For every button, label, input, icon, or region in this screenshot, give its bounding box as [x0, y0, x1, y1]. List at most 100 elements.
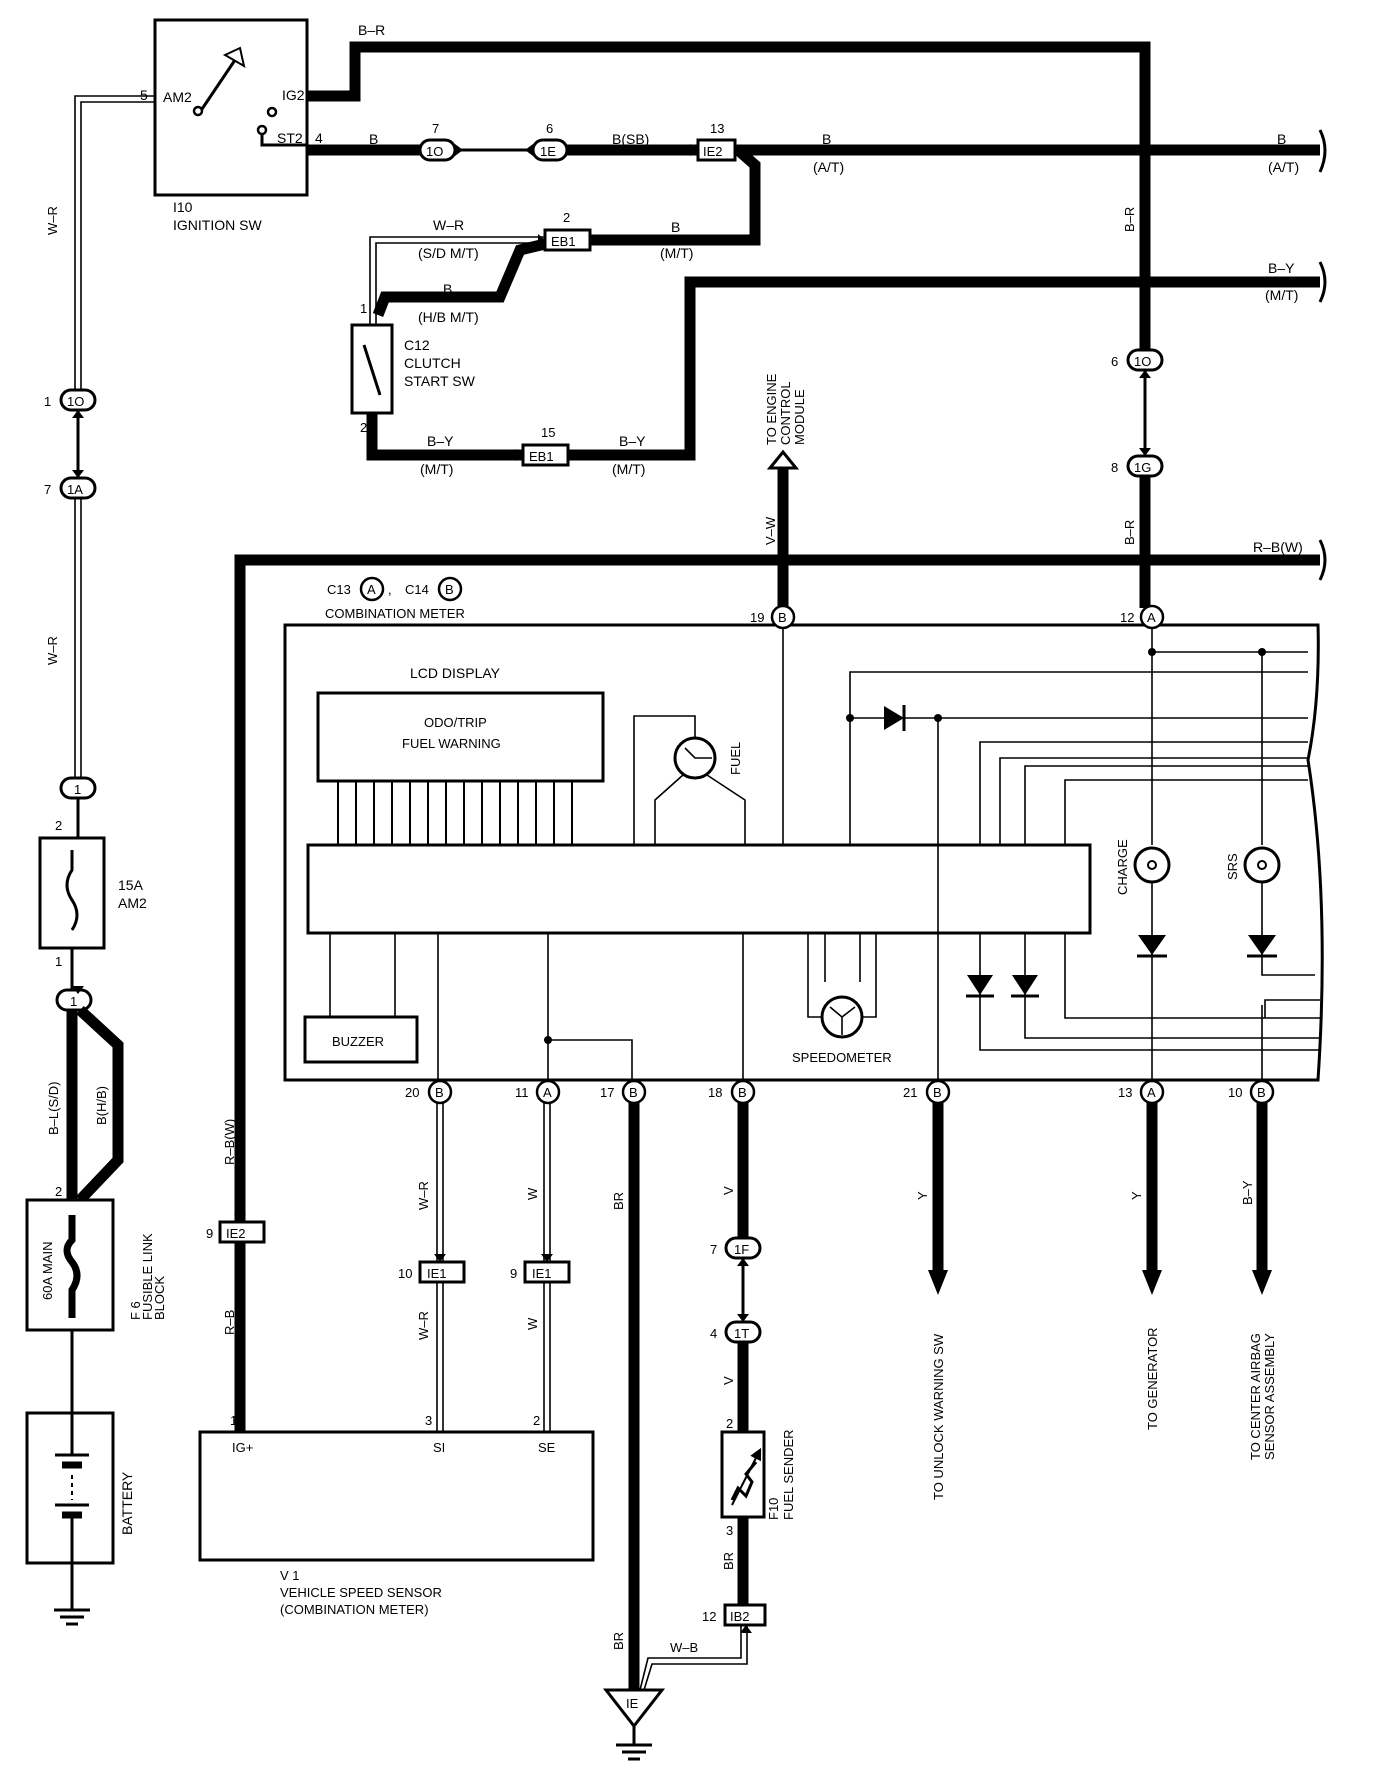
- connector-ie2-bottom-label: IE2: [226, 1226, 246, 1241]
- fuel-gauge-wire-right: [706, 774, 746, 845]
- ecm-label2: CONTROL: [778, 381, 793, 445]
- wire-color-br-r2: B–R: [1122, 520, 1137, 545]
- meter-pin-10: 10: [1228, 1085, 1242, 1100]
- b-y-clutch-wire: [366, 413, 523, 461]
- meter-terminal-21-conn: B: [933, 1085, 942, 1100]
- meter-pin-12: 12: [1120, 610, 1134, 625]
- st2-contact: [256, 124, 268, 136]
- pin-7-1a: 7: [44, 482, 51, 497]
- w-b-ground-wire-b: [643, 1625, 748, 1691]
- fuel-sender-pin-3: 3: [726, 1523, 733, 1538]
- w-r-sdmt-wire-a: [369, 236, 545, 326]
- connector-ib2: [723, 1603, 767, 1627]
- connector-ie1-left-label: IE1: [427, 1266, 447, 1281]
- connector-ie2-top-label: IE2: [703, 144, 723, 159]
- wire-color-v1: V: [721, 1186, 736, 1195]
- vss-terminal-se: SE: [538, 1440, 556, 1455]
- clutch-switch-name2: START SW: [404, 373, 476, 389]
- meter-ic-block: [306, 843, 1092, 935]
- wire-break-b-at: [1318, 129, 1327, 173]
- meter-conn-sep: ,: [388, 582, 392, 597]
- fuse-element-icon: [65, 850, 79, 931]
- fusible-link-rating: 60A MAIN: [40, 1241, 55, 1300]
- b-r-top-wire: [307, 41, 1151, 350]
- pin-9-ie2: 9: [206, 1226, 213, 1241]
- fuse-rating: 15A: [118, 877, 144, 893]
- wire-color-wr-left2: W–R: [45, 636, 60, 665]
- connector-1g-label: 1G: [1134, 460, 1151, 475]
- lcd-title: LCD DISPLAY: [410, 665, 501, 681]
- connector-1e-label: 1E: [540, 144, 556, 159]
- wire-break-rbw: [1318, 539, 1327, 581]
- wire-color-w1: W: [525, 1187, 540, 1200]
- pin-7-1f: 7: [710, 1242, 717, 1257]
- ignition-switch-contact: [198, 59, 237, 113]
- st2-internal-wire: [260, 134, 307, 147]
- fuel-gauge-needle: [684, 747, 712, 759]
- pin-2-fuse: 2: [55, 818, 62, 833]
- combination-meter-label: COMBINATION METER: [325, 606, 465, 621]
- wire-option-at1: (A/T): [813, 159, 844, 175]
- wire-color-rbw2: R–B(W): [222, 1119, 237, 1165]
- speedometer-wire-right: [858, 933, 877, 1018]
- diode-icon-lower2: [1012, 975, 1038, 995]
- connector-1-upper-label: 1: [74, 782, 81, 797]
- wire-color-wr4: W–R: [416, 1311, 431, 1340]
- pin-9-ie1: 9: [510, 1266, 517, 1281]
- fuel-sender-arrow-icon: [731, 1447, 762, 1506]
- lcd-line1: ODO/TRIP: [424, 715, 487, 730]
- fusible-link-name1: FUSIBLE LINK: [140, 1233, 155, 1320]
- internal-line-672: [849, 671, 1308, 845]
- wire-option-mt4: (M/T): [1265, 287, 1298, 303]
- wire-color-br3: BR: [721, 1552, 736, 1570]
- connector-1o-right-label: 1O: [1134, 354, 1151, 369]
- fuel-sender-id: F10: [766, 1498, 781, 1520]
- wire-option-hbmt: (H/B M/T): [418, 309, 479, 325]
- fuel-gauge-label: FUEL: [728, 742, 743, 775]
- lcd-display: [316, 691, 605, 783]
- connector-1-lower-label: 1: [70, 994, 77, 1009]
- generator-destination: TO GENERATOR: [1145, 1327, 1160, 1430]
- meter-pin-13: 13: [1118, 1085, 1132, 1100]
- junction-dot-diode-left: [846, 714, 854, 722]
- ignition-pin-4: 4: [315, 130, 323, 146]
- clutch-switch-contact: [362, 344, 382, 396]
- clutch-pin-2: 2: [360, 420, 367, 435]
- meter-conn-b-letter: B: [445, 582, 454, 597]
- wire-color-br1: BR: [611, 1192, 626, 1210]
- ignition-switch-box: [153, 18, 309, 197]
- diode-icon-lower1: [967, 975, 993, 995]
- meter-pin-18: 18: [708, 1085, 722, 1100]
- internal-line-1018: [1064, 933, 1320, 1019]
- clutch-switch-name1: CLUTCH: [404, 355, 461, 371]
- connector-1f-label: 1F: [734, 1242, 749, 1257]
- wire-color-b5: B: [443, 281, 452, 297]
- pin-1-1o-left: 1: [44, 394, 51, 409]
- wire-color-blsd: B–L(S/D): [46, 1082, 61, 1135]
- fuel-gauge-wire-top: [633, 715, 696, 845]
- am2-contact: [192, 105, 204, 117]
- pin-6-top: 6: [546, 121, 553, 136]
- wire-option-at2: (A/T): [1268, 159, 1299, 175]
- b-hbmt-wire: [372, 238, 547, 317]
- srs-diode-icon: [1248, 935, 1276, 955]
- meter-terminal-20: [427, 1079, 453, 1105]
- st2-terminal-label: ST2: [277, 130, 303, 146]
- wire-color-bsb: B(SB): [612, 131, 649, 147]
- meter-conn-b-badge: [437, 576, 463, 602]
- generator-arrow-icon: [1142, 1270, 1162, 1295]
- meter-terminal-13-conn: A: [1147, 1085, 1156, 1100]
- meter-pin-21: 21: [903, 1085, 917, 1100]
- meter-terminal-11-conn: A: [543, 1085, 552, 1100]
- fuel-sender: [720, 1430, 766, 1519]
- internal-line-780: [1064, 779, 1308, 845]
- charge-lamp-label: CHARGE: [1115, 839, 1130, 895]
- wire-color-br-top: B–R: [358, 22, 385, 38]
- airbag-arrow-icon: [1252, 1270, 1272, 1295]
- pin-10-ie1: 10: [398, 1266, 412, 1281]
- lcd-line2: FUEL WARNING: [402, 736, 501, 751]
- clutch-pin-1: 1: [360, 301, 367, 316]
- connector-1o-left-label: 1O: [67, 394, 84, 409]
- meter-conn-a-letter: A: [367, 582, 376, 597]
- meter-pin-20: 20: [405, 1085, 419, 1100]
